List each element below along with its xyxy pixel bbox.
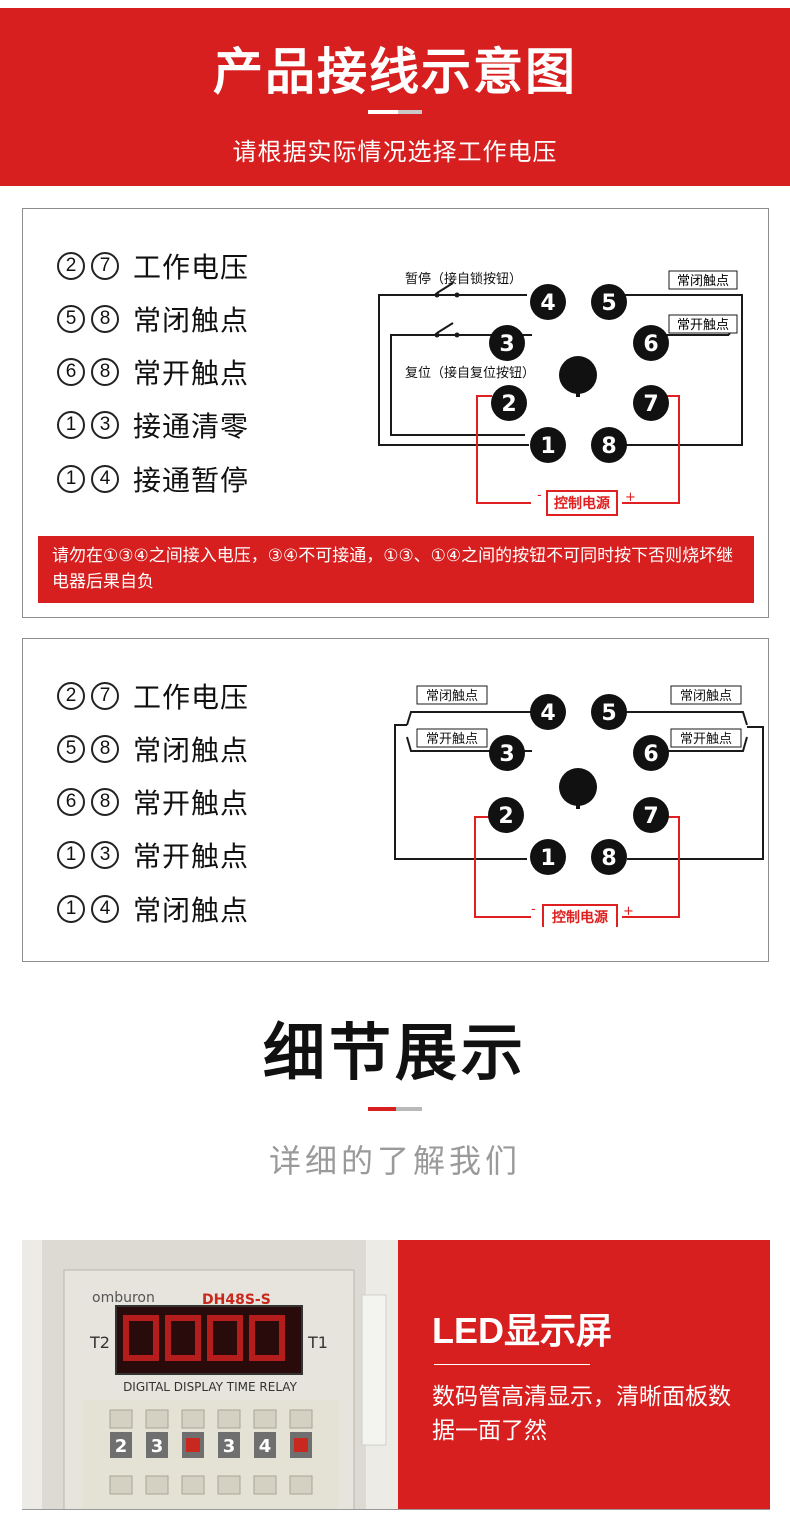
pin-number: 1 [57, 465, 85, 493]
pin-function: 常开触点 [133, 840, 250, 873]
pin-row: 1 3 常开触点 [57, 835, 249, 875]
minus-sign: - [531, 902, 536, 917]
pin-number: 1 [57, 895, 85, 923]
pin-row: 1 4 接通暂停 [57, 459, 249, 499]
pin-number: 4 [91, 465, 119, 493]
title-divider [368, 110, 398, 114]
pin-number: 8 [91, 305, 119, 333]
pin-row: 2 7 工作电压 [57, 246, 249, 286]
feature-divider [434, 1364, 590, 1365]
pin-function: 常闭触点 [133, 734, 250, 767]
diagram-pin-label: 1 [540, 846, 555, 871]
pin-number: 2 [57, 252, 85, 280]
pin-number: 3 [91, 841, 119, 869]
diagram-pin-label: 4 [540, 701, 555, 726]
pin-number: 8 [91, 358, 119, 386]
pin-function: 工作电压 [133, 251, 250, 284]
bottom-divider [22, 1509, 770, 1510]
dial-digit: 3 [223, 1436, 236, 1457]
no-contact-label: 常开触点 [680, 732, 732, 747]
wiring-diagram-1: 4 5 3 6 2 7 1 8 暂停（接自锁按钮） 复位（接自复位按钮） 常闭触… [378, 270, 743, 516]
pin-number: 5 [57, 305, 85, 333]
section-subtitle: 详细的了解我们 [268, 1142, 521, 1180]
pin-function: 接通暂停 [133, 464, 250, 497]
diagram-pin-label: 8 [601, 434, 616, 459]
pin-number: 5 [57, 735, 85, 763]
pin-function: 常开触点 [133, 787, 250, 820]
pin-number: 2 [57, 682, 85, 710]
diagram-pin-label: 2 [501, 392, 516, 417]
diagram-pin-label: 8 [601, 846, 616, 871]
relay-illustration: omburon DH48S-S T2 T1 DIGITAL DISPLAY TI… [22, 1240, 398, 1510]
diagram-pin-label: 6 [643, 742, 658, 767]
pin-number: 8 [91, 788, 119, 816]
diagram-pin-label: 4 [540, 291, 555, 316]
diagram-pin-label: 3 [499, 742, 514, 767]
wiring-panel-2: 2 7 工作电压 5 8 常闭触点 6 8 常开触点 1 3 常开触点 1 4 … [22, 638, 769, 962]
pin-number: 8 [91, 735, 119, 763]
diagram-pin-label: 7 [643, 804, 658, 829]
title-divider-accent [398, 110, 422, 114]
diagram-pin-label: 7 [643, 392, 658, 417]
pin-function: 常闭触点 [133, 304, 250, 337]
pin-number: 6 [57, 358, 85, 386]
dial-digit: 3 [151, 1436, 164, 1457]
pin-number: 1 [57, 411, 85, 439]
pin-row: 1 4 常闭触点 [57, 889, 249, 929]
dial-digit: 2 [115, 1436, 128, 1457]
pin-function: 常闭触点 [133, 894, 250, 927]
page-subtitle: 请根据实际情况选择工作电压 [232, 138, 558, 166]
pin-number: 3 [91, 411, 119, 439]
pin-function: 工作电压 [133, 681, 250, 714]
pin-row: 2 7 工作电压 [57, 676, 249, 716]
wiring-diagram-2: 4 5 3 6 2 7 1 8 常闭触点 常开触点 常闭触点 常开触点 控制电源… [394, 685, 764, 927]
product-photo: omburon DH48S-S T2 T1 DIGITAL DISPLAY TI… [22, 1240, 398, 1510]
section-divider [368, 1107, 396, 1111]
plus-sign: + [625, 490, 636, 505]
model-label: DH48S-S [202, 1292, 271, 1308]
pin-function: 接通清零 [133, 410, 250, 443]
reset-label: 复位（接自复位按钮） [405, 365, 535, 381]
diagram-pin-label: 5 [601, 701, 616, 726]
pin-row: 6 8 常开触点 [57, 352, 249, 392]
page-title: 产品接线示意图 [213, 43, 577, 101]
pin-function: 常开触点 [133, 357, 250, 390]
pin-number: 7 [91, 682, 119, 710]
pin-number: 4 [91, 895, 119, 923]
plus-sign: + [623, 904, 634, 919]
pin-number: 1 [57, 841, 85, 869]
pin-row: 5 8 常闭触点 [57, 299, 249, 339]
diagram-pin-label: 2 [498, 804, 513, 829]
pin-row: 5 8 常闭触点 [57, 729, 249, 769]
diagram-pin-label: 5 [601, 291, 616, 316]
section-divider-accent [396, 1107, 422, 1111]
pause-label: 暂停（接自锁按钮） [405, 271, 522, 287]
pin-row: 1 3 接通清零 [57, 405, 249, 445]
dial-digit: 4 [259, 1436, 272, 1457]
pin-number: 6 [57, 788, 85, 816]
nc-contact-label: 常闭触点 [426, 689, 478, 704]
power-label: 控制电源 [552, 909, 608, 926]
feature-panel: LED显示屏 数码管高清显示，清晰面板数据一面了然 [398, 1240, 770, 1510]
relay-caption: DIGITAL DISPLAY TIME RELAY [123, 1380, 298, 1394]
header-banner [0, 8, 790, 186]
t2-label: T2 [89, 1333, 110, 1352]
pin-number: 7 [91, 252, 119, 280]
feature-description: 数码管高清显示，清晰面板数据一面了然 [432, 1384, 731, 1444]
pin-row: 6 8 常开触点 [57, 782, 249, 822]
diagram-pin-label: 1 [540, 434, 555, 459]
power-label: 控制电源 [554, 495, 610, 512]
minus-sign: - [537, 488, 542, 503]
section-title: 细节展示 [262, 1016, 527, 1089]
nc-contact-label: 常闭触点 [677, 274, 729, 289]
brand-label: omburon [92, 1290, 155, 1306]
no-contact-label: 常开触点 [677, 318, 729, 333]
diagram-pin-label: 6 [643, 332, 658, 357]
diagram-pin-label: 3 [499, 332, 514, 357]
warning-banner: 请勿在①③④之间接入电压，③④不可接通，①③、①④之间的按钮不可同时按下否则烧坏… [38, 536, 754, 603]
nc-contact-label: 常闭触点 [680, 689, 732, 704]
feature-title: LED显示屏 [432, 1310, 613, 1351]
t1-label: T1 [307, 1333, 328, 1352]
no-contact-label: 常开触点 [426, 732, 478, 747]
